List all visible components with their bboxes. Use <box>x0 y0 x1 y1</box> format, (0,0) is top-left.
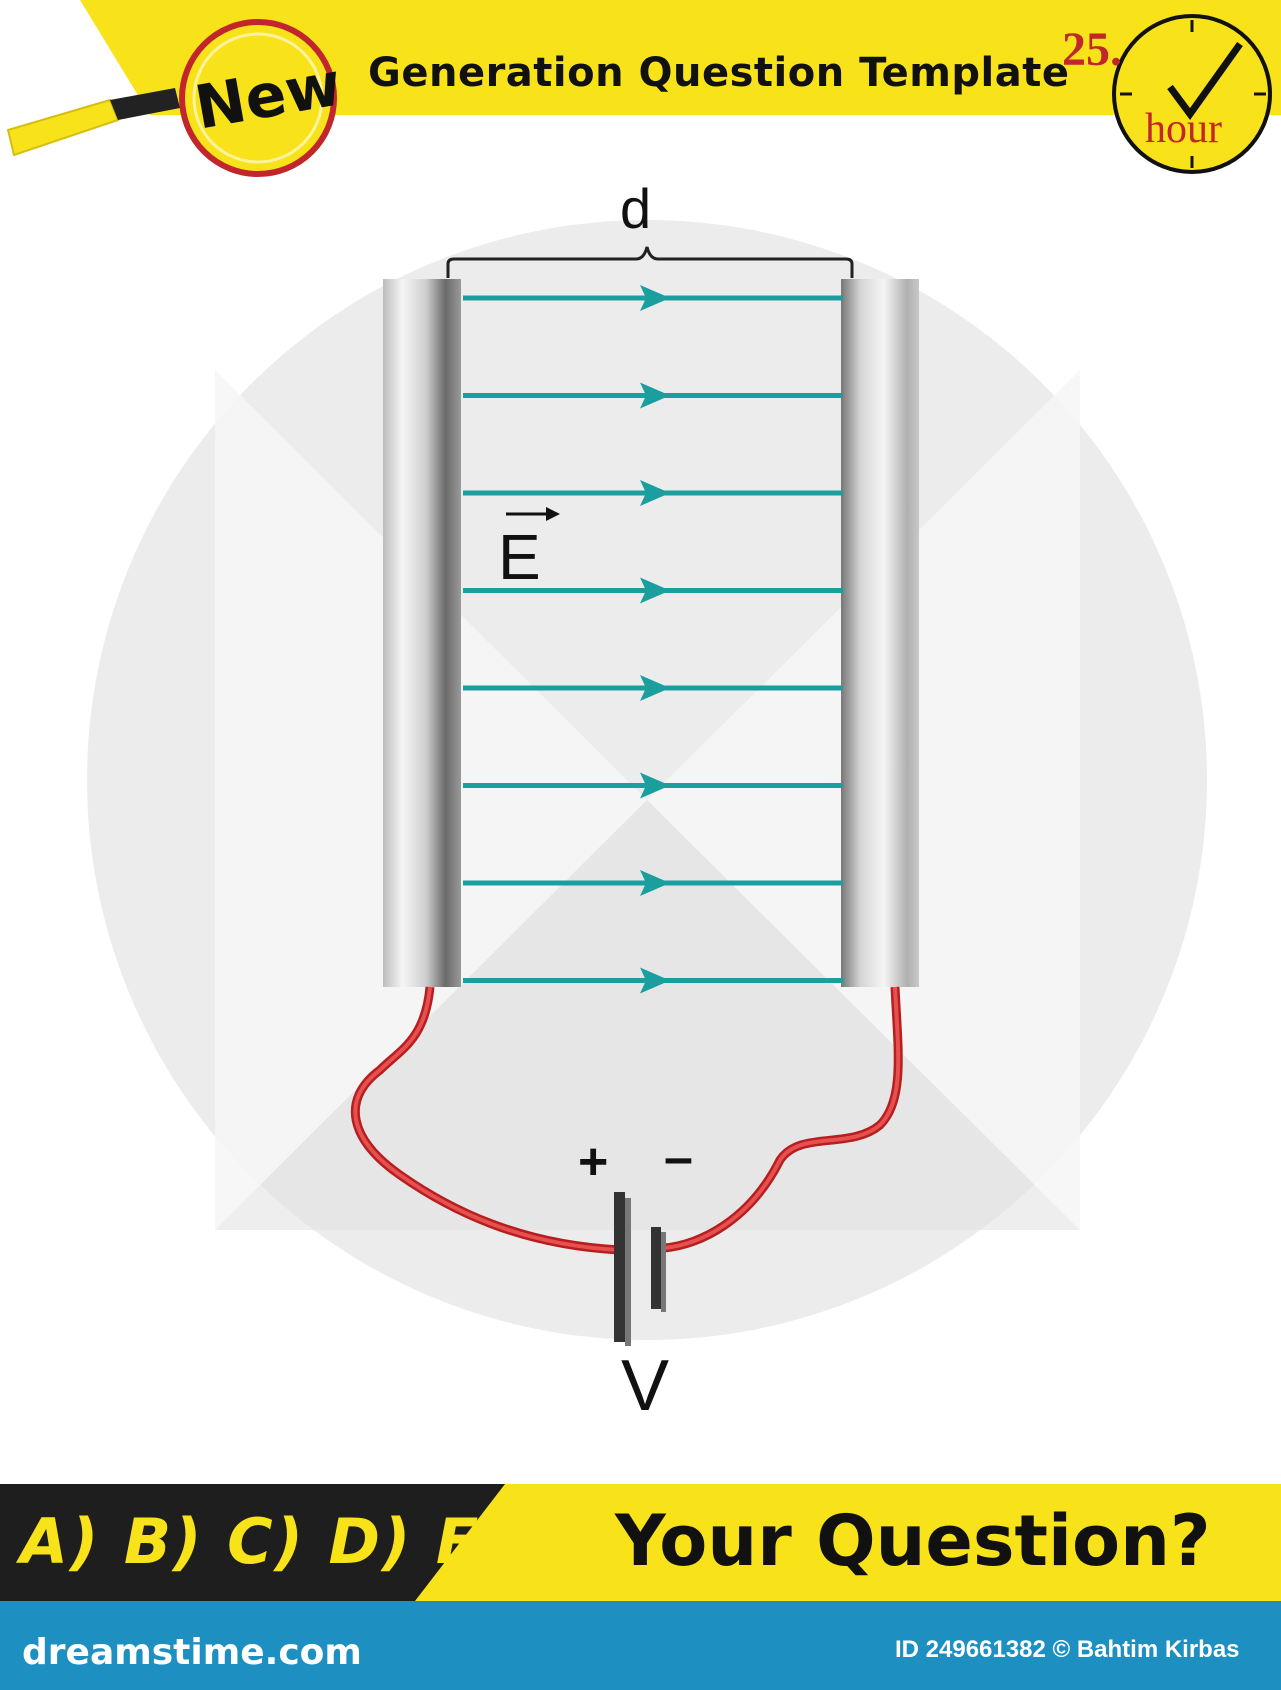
capacitor-diagram <box>350 246 919 1346</box>
field-line-arrowhead <box>640 480 670 506</box>
new-badge-icon <box>179 19 337 177</box>
left-wire <box>350 986 621 1255</box>
header-banner <box>80 0 1281 115</box>
battery-positive-plate-side <box>625 1198 631 1346</box>
distance-label: d <box>620 177 652 240</box>
negative-terminal-label: – <box>664 1129 693 1187</box>
field-line-arrowhead <box>640 285 670 311</box>
answer-options-label: A) B) C) D) E) <box>20 1505 511 1578</box>
left-plate <box>383 279 461 987</box>
field-line-arrowhead <box>640 772 670 799</box>
battery-negative-plate <box>651 1227 661 1309</box>
site-logo: dreamstime.com <box>22 1632 362 1673</box>
distance-brace <box>446 246 854 278</box>
magnifier-handle-icon <box>6 88 180 157</box>
field-line-arrowhead <box>640 967 670 994</box>
clock-number: 25. <box>1062 23 1122 76</box>
left-wire-highlight <box>353 986 621 1252</box>
image-credit: ID 249661382 © Bahtim Kirbas <box>895 1636 1240 1663</box>
page-title: Generation Question Template <box>368 50 1070 96</box>
field-line-arrowhead <box>640 675 670 701</box>
battery-negative-plate-side <box>661 1232 666 1312</box>
right-wire-highlight <box>663 986 901 1250</box>
bottom-banner <box>0 1484 1281 1601</box>
positive-terminal-label: + <box>578 1133 609 1191</box>
field-line-arrowhead <box>640 870 670 896</box>
battery-positive-plate <box>614 1192 625 1342</box>
field-line-arrowhead <box>640 577 670 604</box>
field-line-arrowhead <box>640 382 670 409</box>
clock-unit: hour <box>1145 106 1222 152</box>
field-vector-arrowhead <box>546 507 560 521</box>
right-wire <box>663 986 903 1253</box>
question-label: Your Question? <box>615 1500 1211 1582</box>
voltage-label: V <box>621 1346 670 1426</box>
field-label: E <box>498 521 541 593</box>
right-plate <box>841 279 919 987</box>
clock-icon <box>1112 14 1272 174</box>
footer-bar <box>0 1601 1281 1690</box>
